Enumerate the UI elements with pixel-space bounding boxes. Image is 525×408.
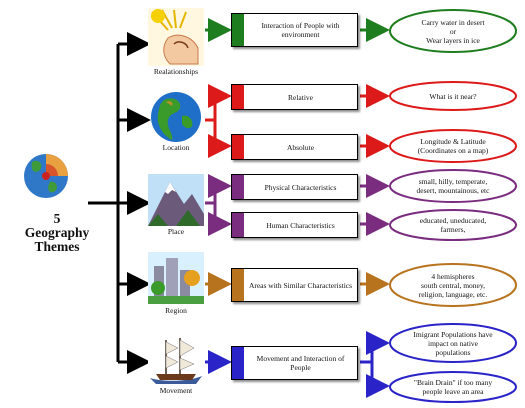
box-label: Movement and Interaction of People <box>256 354 345 372</box>
label-region: Region <box>165 306 187 315</box>
box-areas-with-similar-characteristics: Areas with Similar Characteristics <box>231 268 358 302</box>
region-icon <box>148 252 204 304</box>
box-label: Physical Characteristics <box>264 182 337 192</box>
cloud-brain-drain: "Brain Drain" if too many people leave a… <box>388 370 518 404</box>
box-interaction-with-environment: Interaction of People with environment <box>231 13 358 47</box>
box-color-tab <box>232 269 244 301</box>
mountain-icon <box>148 174 204 226</box>
earth-core-icon <box>24 154 68 198</box>
cloud-text: small, hilly, temperate, desert, mountai… <box>416 177 490 195</box>
box-color-tab <box>232 175 244 199</box>
box-label: Areas with Similar Characteristics <box>248 280 353 290</box>
box-label: Interaction of People with environment <box>261 21 340 39</box>
cloud-text: What is it near? <box>429 91 477 101</box>
box-label: Absolute <box>286 142 315 152</box>
box-human-characteristics: Human Characteristics <box>231 212 358 238</box>
cloud-text: educated, uneducated, farmers, <box>419 216 487 234</box>
cloud-text: 4 hemispheres south central, money, reli… <box>418 271 488 299</box>
label-realationships: Realationships <box>153 67 199 76</box>
box-color-tab <box>232 213 244 237</box>
cloud-relationships-example: Carry water in desert or Wear layers in … <box>388 8 518 54</box>
cloud-human-example: educated, uneducated, farmers, <box>388 208 518 242</box>
relationships-icon <box>148 8 204 66</box>
cloud-text: Carry water in desert or Wear layers in … <box>421 17 485 45</box>
box-color-tab <box>232 347 244 379</box>
cloud-absolute-example: Longitude & Latitude (Coordinates on a m… <box>388 128 518 164</box>
label-location: Location <box>162 143 190 152</box>
label-place: Place <box>167 227 185 236</box>
globe-icon <box>151 92 201 142</box>
box-color-tab <box>232 135 244 159</box>
box-color-tab <box>232 14 244 46</box>
cloud-text: Longitude & Latitude (Coordinates on a m… <box>417 137 489 155</box>
cloud-region-example: 4 hemispheres south central, money, reli… <box>388 262 518 308</box>
box-movement-and-interaction: Movement and Interaction of People <box>231 346 358 380</box>
box-label: Human Characteristics <box>266 220 335 230</box>
cloud-text: "Brain Drain" if too many people leave a… <box>413 378 493 396</box>
main-title: 5 Geography Themes <box>24 211 90 254</box>
label-movement: Movement <box>159 386 193 395</box>
box-label: Relative <box>288 92 313 102</box>
box-absolute: Absolute <box>231 134 358 160</box>
cloud-relative-example: What is it near? <box>388 80 518 112</box>
box-physical-characteristics: Physical Characteristics <box>231 174 358 200</box>
box-color-tab <box>232 85 244 109</box>
cloud-text: Imigrant Populations have impact on nati… <box>413 329 493 357</box>
cloud-physical-example: small, hilly, temperate, desert, mountai… <box>388 168 518 204</box>
box-relative: Relative <box>231 84 358 110</box>
ship-icon <box>148 334 204 386</box>
cloud-immigrant-populations: Imigrant Populations have impact on nati… <box>388 322 518 364</box>
